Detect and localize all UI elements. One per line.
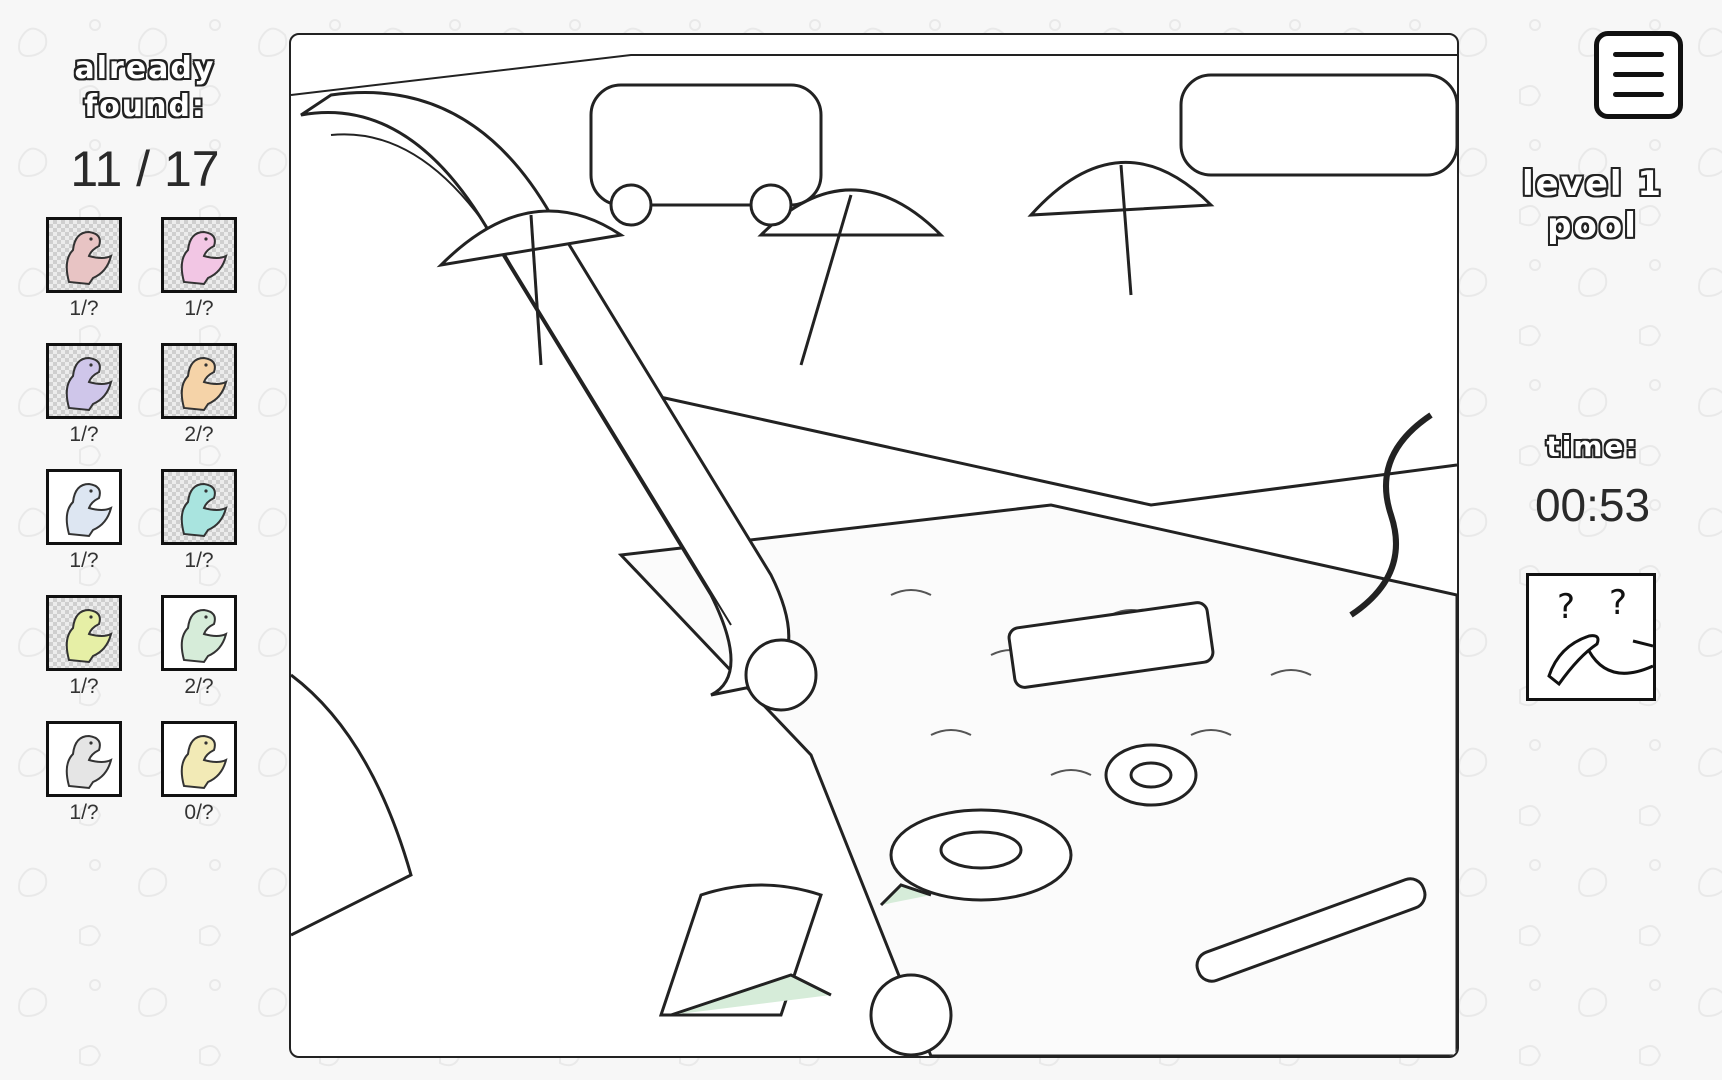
target-tile-pink-trex[interactable] bbox=[46, 217, 122, 293]
target-tile-pterodactyl[interactable] bbox=[46, 721, 122, 797]
level-name: Pool bbox=[1547, 206, 1638, 246]
dinosaur-icon bbox=[65, 608, 113, 664]
target-count: 1/? bbox=[69, 549, 99, 572]
dinosaur-icon bbox=[65, 230, 113, 286]
target-count: 1/? bbox=[69, 675, 99, 698]
level-title: Level 1 Pool bbox=[1490, 163, 1695, 247]
time-value: 00:53 bbox=[1534, 479, 1651, 531]
target-tile-teal-trex[interactable] bbox=[161, 469, 237, 545]
target-tile-purple-brontosaurus[interactable] bbox=[46, 343, 122, 419]
hint-button[interactable]: ? ? bbox=[1526, 573, 1656, 701]
target-tile-yellow-ankylosaurus[interactable] bbox=[161, 721, 237, 797]
target-tile-blue-stegosaurus[interactable] bbox=[46, 469, 122, 545]
target-count: 2/? bbox=[184, 423, 214, 446]
target-tile-pink-lizard[interactable] bbox=[161, 217, 237, 293]
dinosaur-icon bbox=[180, 734, 228, 790]
target-count: 1/? bbox=[184, 549, 214, 572]
menu-line bbox=[1613, 52, 1664, 57]
target-tile-green-dino[interactable] bbox=[161, 595, 237, 671]
target-count: 1/? bbox=[69, 801, 99, 824]
umbrella-3 bbox=[1027, 161, 1215, 296]
title-line-2: Found: bbox=[84, 89, 206, 124]
target-count: 1/? bbox=[184, 297, 214, 320]
target-count: 0/? bbox=[184, 801, 214, 824]
already-found-title: Already Found: bbox=[40, 50, 250, 126]
target-count: 1/? bbox=[69, 297, 99, 320]
found-count: 11 / 17 bbox=[70, 141, 220, 197]
dinosaur-icon bbox=[65, 734, 113, 790]
target-tile-orange-parasaurolophus[interactable] bbox=[161, 343, 237, 419]
target-tile-yellow-triceratops[interactable] bbox=[46, 595, 122, 671]
time-label: Time: bbox=[1546, 430, 1639, 463]
dinosaur-icon bbox=[65, 482, 113, 538]
dinosaur-icon bbox=[180, 608, 228, 664]
dinosaur-icon bbox=[65, 356, 113, 412]
pool-scene-drawing bbox=[291, 54, 1457, 1056]
menu-line bbox=[1613, 92, 1664, 97]
target-count: 1/? bbox=[69, 423, 99, 446]
target-count: 2/? bbox=[184, 675, 214, 698]
dinosaur-icon bbox=[180, 230, 228, 286]
question-mark: ? bbox=[1557, 587, 1575, 627]
level-number: Level 1 bbox=[1521, 164, 1664, 204]
dinosaur-icon bbox=[180, 482, 228, 538]
hidden-object-scene[interactable] bbox=[289, 33, 1459, 1058]
dinosaur-icon bbox=[180, 356, 228, 412]
confused-dino-icon: ? ? bbox=[1547, 583, 1653, 687]
umbrella-1 bbox=[436, 209, 625, 366]
menu-line bbox=[1613, 72, 1664, 77]
menu-button[interactable] bbox=[1594, 31, 1683, 119]
question-mark: ? bbox=[1609, 583, 1627, 623]
title-line-1: Already bbox=[74, 51, 216, 86]
